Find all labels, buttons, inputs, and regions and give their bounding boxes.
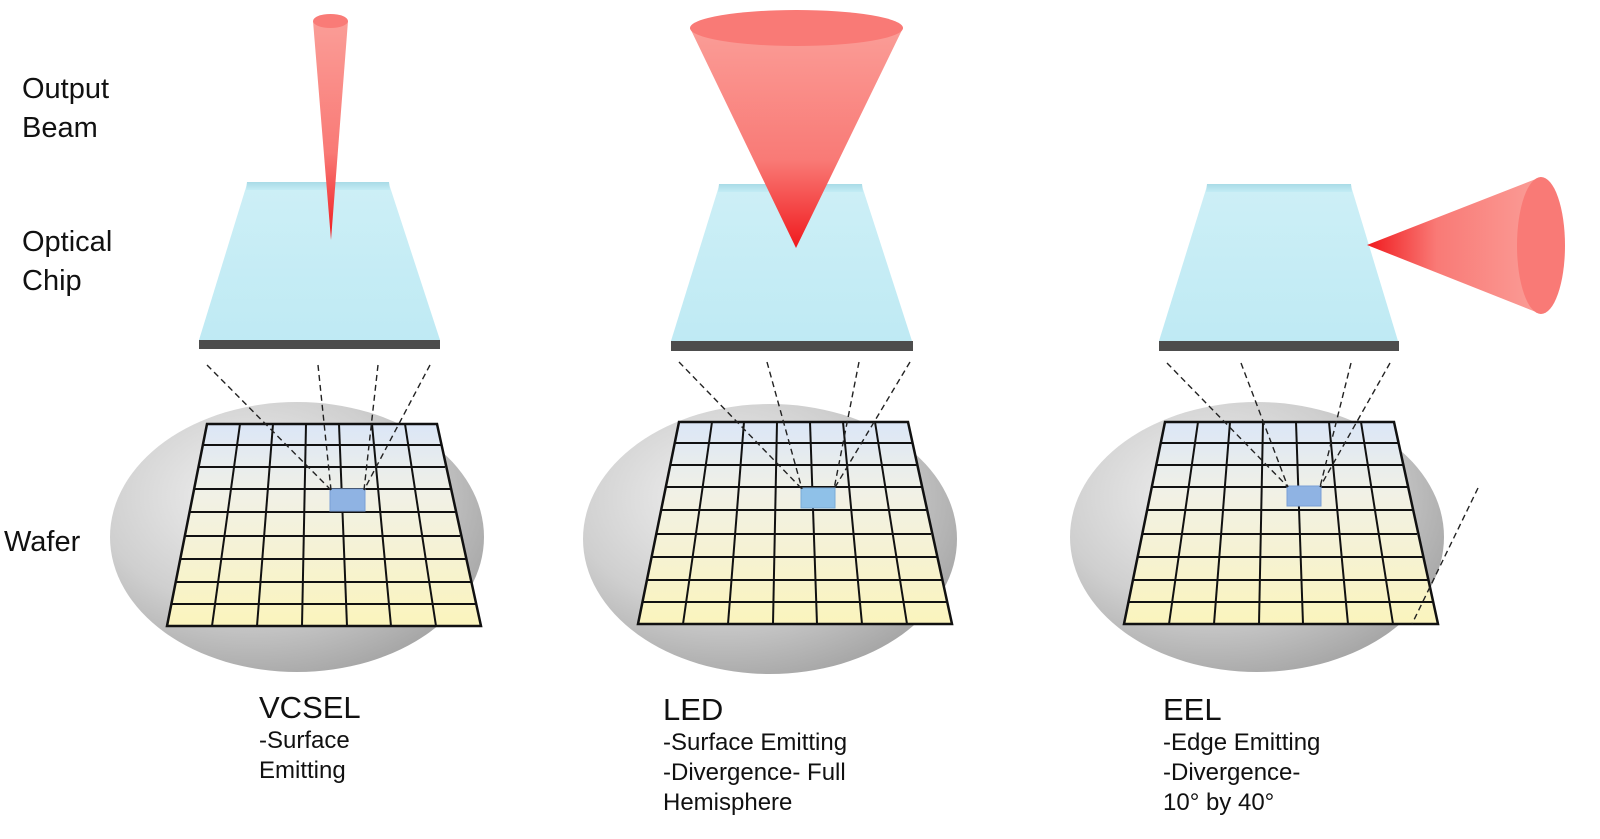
caption-line: -Divergence-	[1163, 759, 1301, 786]
led-projection-lines	[678, 361, 911, 490]
eel-grid-lines	[1128, 421, 1433, 625]
led-die-grid	[636, 420, 954, 626]
row-label-line: Wafer	[4, 526, 81, 558]
vcsel-beam-aperture	[313, 14, 348, 28]
row-label-line: Chip	[22, 265, 82, 297]
caption-line: Emitting	[259, 757, 346, 784]
eel-projection-lines	[1166, 362, 1479, 625]
eel-die-highlight	[1286, 485, 1322, 507]
eel-group	[1070, 177, 1565, 672]
eel-optical-chip	[1159, 186, 1398, 341]
vcsel-chip-top	[246, 182, 390, 190]
vcsel-die-grid	[165, 422, 483, 628]
vcsel-output-beam	[313, 21, 348, 240]
eel-beam-aperture	[1517, 177, 1565, 314]
vcsel-chip-base	[199, 340, 440, 349]
vcsel-die-highlight	[329, 488, 366, 512]
caption-title: EEL	[1163, 692, 1222, 727]
caption-title: LED	[663, 692, 724, 727]
row-label-line: Beam	[22, 112, 98, 144]
vcsel-grid-lines	[171, 423, 476, 627]
row-label-line: Output	[22, 73, 110, 105]
row-label-wafer: Wafer	[4, 523, 80, 562]
led-output-beam	[690, 28, 903, 248]
led-grid-lines	[642, 421, 947, 625]
row-label-line: Optical	[22, 226, 113, 258]
caption-vcsel: VCSEL -Surface Emitting	[259, 690, 361, 786]
caption-line: -Surface Emitting	[663, 729, 848, 756]
eel-chip-base	[1159, 341, 1399, 351]
eel-output-beam	[1367, 177, 1541, 314]
led-beam-aperture	[690, 10, 903, 46]
eel-chip-top	[1206, 184, 1352, 192]
row-label-output-beam: Output Beam	[22, 70, 109, 148]
caption-led: LED -Surface Emitting -Divergence- Full …	[663, 692, 847, 818]
caption-line: -Divergence- Full	[663, 759, 846, 786]
caption-line: 10° by 40°	[1163, 789, 1275, 816]
led-die-highlight	[800, 487, 836, 509]
row-label-optical-chip: Optical Chip	[22, 223, 112, 301]
vcsel-optical-chip	[199, 184, 440, 340]
eel-die-grid	[1122, 420, 1440, 626]
caption-eel: EEL -Edge Emitting -Divergence- 10° by 4…	[1163, 692, 1320, 818]
vcsel-group	[110, 14, 484, 672]
caption-title: VCSEL	[259, 690, 361, 725]
led-group	[583, 10, 957, 674]
caption-line: Hemisphere	[663, 789, 793, 816]
vcsel-projection-lines	[206, 364, 431, 491]
caption-line: -Surface	[259, 727, 350, 754]
led-chip-base	[671, 341, 913, 351]
led-optical-chip	[671, 186, 912, 341]
caption-line: -Edge Emitting	[1163, 729, 1321, 756]
